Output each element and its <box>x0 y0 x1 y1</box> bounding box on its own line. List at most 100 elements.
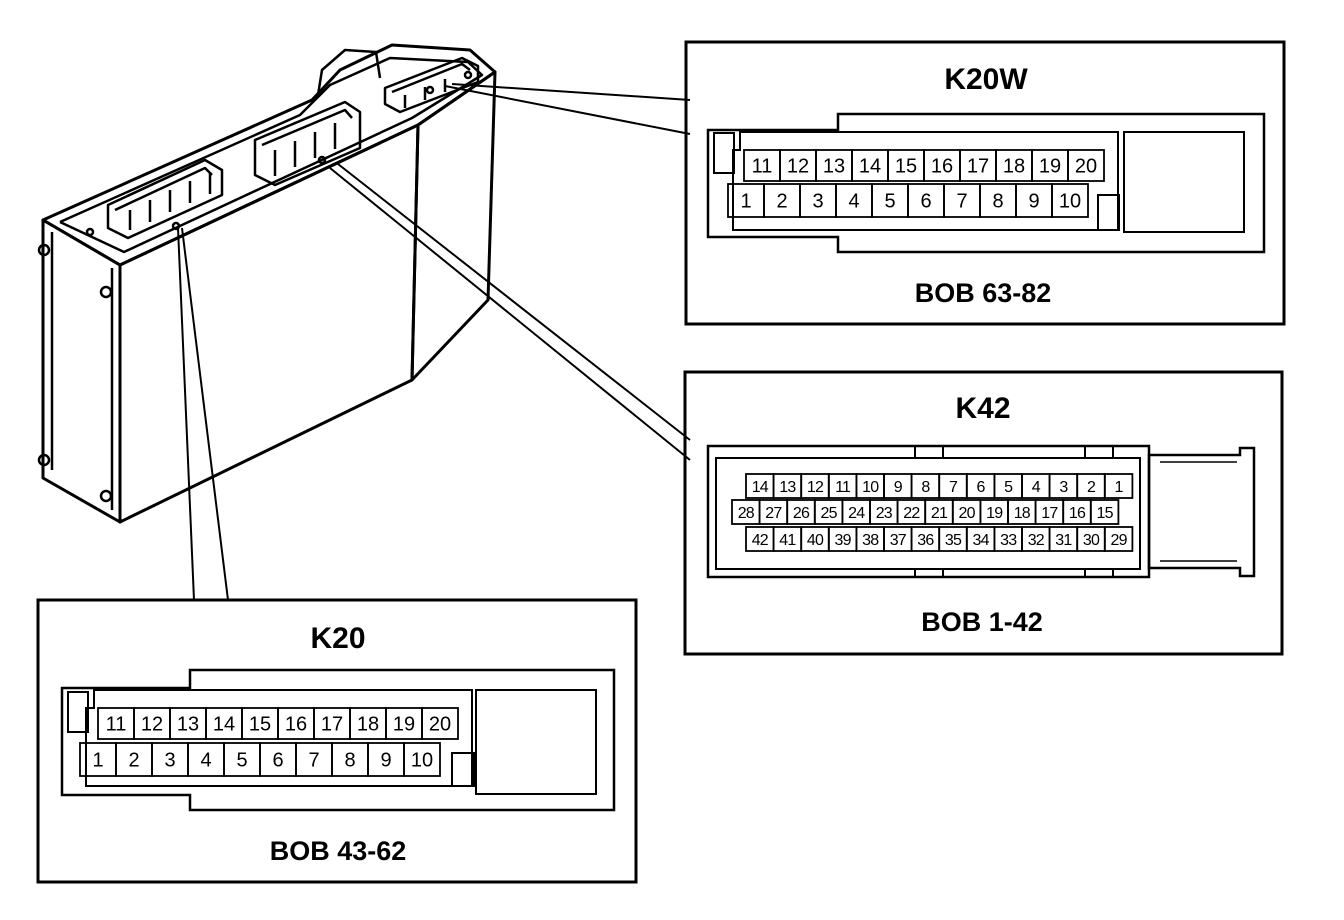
k42-pin-7: 7 <box>938 473 968 499</box>
svg-text:13: 13 <box>823 156 845 178</box>
svg-text:19: 19 <box>1039 156 1061 178</box>
k20w-pin-13: 13 <box>815 149 853 182</box>
svg-text:5: 5 <box>884 191 895 213</box>
svg-text:15: 15 <box>895 156 917 178</box>
k42-pin-22: 22 <box>896 499 927 525</box>
k20w-pin-12: 12 <box>779 149 817 182</box>
svg-text:3: 3 <box>1059 479 1068 496</box>
svg-text:6: 6 <box>977 479 986 496</box>
k42-pin-29: 29 <box>1103 526 1134 552</box>
svg-text:35: 35 <box>945 532 962 549</box>
k20-pin-12: 12 <box>133 707 171 740</box>
k20w-pin-5: 5 <box>871 183 909 218</box>
k42-pin-28: 28 <box>731 499 761 525</box>
svg-text:16: 16 <box>931 156 953 178</box>
k42-pin-40: 40 <box>800 526 830 552</box>
k20-pin-19: 19 <box>385 707 423 740</box>
k20-pin-16: 16 <box>277 707 315 740</box>
k42-pin-10: 10 <box>855 473 885 499</box>
k42-pin-30: 30 <box>1076 526 1106 552</box>
svg-text:9: 9 <box>380 750 391 772</box>
k20-pin-7: 7 <box>295 742 333 777</box>
svg-text:6: 6 <box>272 750 283 772</box>
svg-text:20: 20 <box>1075 156 1097 178</box>
k42-pin-9: 9 <box>883 473 913 499</box>
k42-pin-12: 12 <box>800 473 830 499</box>
svg-text:13: 13 <box>177 714 199 736</box>
k20w-pin-19: 19 <box>1031 149 1069 182</box>
k42-pin-8: 8 <box>910 473 941 499</box>
svg-text:1: 1 <box>1115 479 1124 496</box>
svg-text:5: 5 <box>1004 479 1013 496</box>
k20-pin-5: 5 <box>223 742 261 777</box>
k42-pin-35: 35 <box>938 526 968 552</box>
svg-text:36: 36 <box>917 532 934 549</box>
svg-text:31: 31 <box>1055 532 1072 549</box>
k42-pin-24: 24 <box>841 499 871 525</box>
svg-text:8: 8 <box>344 750 355 772</box>
k42-pin-1: 1 <box>1103 473 1134 499</box>
k42-pin-11: 11 <box>827 473 858 499</box>
svg-text:10: 10 <box>862 479 879 496</box>
svg-text:9: 9 <box>1028 191 1039 213</box>
k20-pin-15: 15 <box>241 707 279 740</box>
k42-pin-36: 36 <box>910 526 941 552</box>
svg-text:9: 9 <box>894 479 903 496</box>
k42-title: K42 <box>955 392 1010 425</box>
leader-k20-b <box>181 227 229 601</box>
k42-pin-16: 16 <box>1062 499 1092 525</box>
k20-pin-18: 18 <box>349 707 387 740</box>
svg-text:19: 19 <box>393 714 415 736</box>
k20-pin-6: 6 <box>259 742 297 777</box>
k20w-pin-17: 17 <box>959 149 997 182</box>
k20-pin-10: 10 <box>403 742 441 777</box>
k20w-pin-6: 6 <box>907 183 945 218</box>
svg-text:12: 12 <box>141 714 163 736</box>
leader-k42 <box>329 167 691 461</box>
k20-pin-3: 3 <box>151 742 189 777</box>
svg-text:4: 4 <box>200 750 211 772</box>
svg-text:12: 12 <box>807 479 824 496</box>
svg-text:2: 2 <box>1087 479 1096 496</box>
svg-text:21: 21 <box>931 505 948 522</box>
leader-k20-a <box>177 227 195 601</box>
k42-pin-21: 21 <box>924 499 954 525</box>
k42-pin-23: 23 <box>869 499 899 525</box>
k20w-pin-11: 11 <box>743 149 781 182</box>
svg-text:10: 10 <box>1059 191 1081 213</box>
svg-text:16: 16 <box>1069 505 1086 522</box>
svg-text:17: 17 <box>321 714 343 736</box>
svg-text:7: 7 <box>308 750 319 772</box>
k42-pin-32: 32 <box>1021 526 1051 552</box>
svg-text:4: 4 <box>1032 479 1041 496</box>
k42-pin-3: 3 <box>1048 473 1079 499</box>
svg-text:17: 17 <box>1041 505 1058 522</box>
svg-text:7: 7 <box>949 479 958 496</box>
svg-text:15: 15 <box>249 714 271 736</box>
svg-text:14: 14 <box>213 714 235 736</box>
svg-text:27: 27 <box>765 505 782 522</box>
k20w-pin-2: 2 <box>763 183 801 218</box>
k20w-pin-3: 3 <box>799 183 837 218</box>
k20w-pin-18: 18 <box>995 149 1033 182</box>
svg-text:26: 26 <box>793 505 810 522</box>
k42-pin-31: 31 <box>1048 526 1079 552</box>
svg-text:1: 1 <box>92 750 103 772</box>
k42-pin-38: 38 <box>855 526 885 552</box>
svg-text:18: 18 <box>1003 156 1025 178</box>
svg-text:19: 19 <box>986 505 1003 522</box>
leader-k20w-b <box>451 83 691 101</box>
svg-text:11: 11 <box>106 714 127 736</box>
svg-text:20: 20 <box>958 505 975 522</box>
svg-text:4: 4 <box>848 191 859 213</box>
k42-pin-5: 5 <box>993 473 1023 499</box>
k42-pin-41: 41 <box>772 526 803 552</box>
k20-pin-4: 4 <box>187 742 225 777</box>
svg-text:22: 22 <box>903 505 920 522</box>
svg-text:40: 40 <box>807 532 824 549</box>
k20w-pin-10: 10 <box>1051 183 1089 218</box>
svg-text:37: 37 <box>890 532 907 549</box>
svg-text:3: 3 <box>164 750 175 772</box>
